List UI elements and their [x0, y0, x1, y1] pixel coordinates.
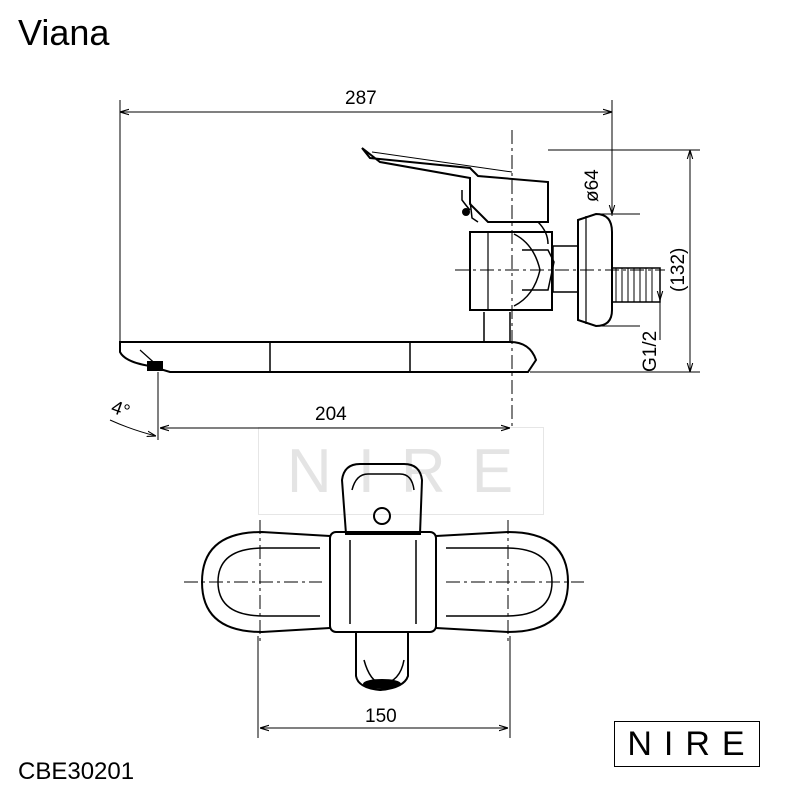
- label-overall-length: 287: [345, 88, 377, 109]
- top-centerlines: [184, 520, 584, 645]
- side-view: [119, 147, 661, 373]
- dim-wall-distance: [257, 636, 511, 738]
- label-thread: G1/2: [640, 331, 661, 372]
- label-spout-angle: 4°: [108, 397, 132, 423]
- spout-top: [355, 632, 409, 692]
- label-height: (132): [668, 248, 689, 292]
- brand-watermark: NIRE: [258, 427, 544, 515]
- eccentric-connector: [552, 245, 579, 293]
- spout: [119, 341, 538, 373]
- right-rosette: [435, 530, 570, 634]
- dim-spout-angle: [109, 372, 159, 438]
- aerator: [147, 361, 163, 371]
- product-title: Viana: [18, 12, 110, 53]
- top-view: [200, 463, 570, 692]
- brand-logo-text: NIRE: [627, 724, 757, 763]
- lever-handle: [361, 147, 549, 223]
- label-rosette-diameter: ø64: [582, 169, 603, 202]
- product-code: CBE30201: [18, 758, 135, 785]
- dim-height: [530, 149, 700, 373]
- side-centerlines: [455, 130, 665, 430]
- lever-handle-top: [340, 463, 424, 535]
- label-spout-reach: 204: [315, 404, 347, 425]
- brand-logo: NIRE: [614, 721, 760, 767]
- label-wall-distance: 150: [365, 706, 397, 727]
- threaded-pipe: [611, 267, 661, 303]
- mixer-body-top: [329, 531, 437, 633]
- dim-rosette-diameter: [596, 150, 640, 327]
